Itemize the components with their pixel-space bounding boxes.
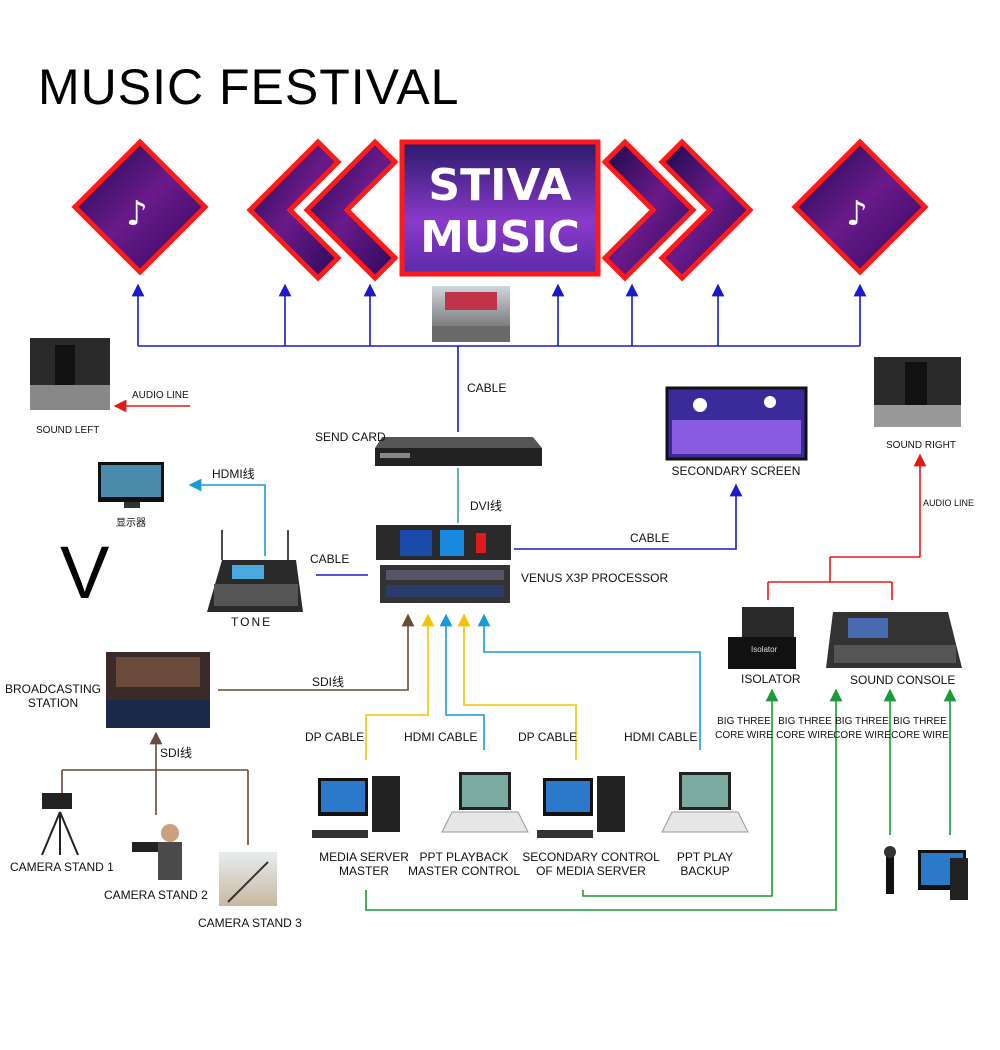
hdmi-monitor-line	[188, 478, 266, 556]
speaker-left-photo	[30, 338, 110, 410]
led-chevron-left-inner	[303, 138, 399, 282]
led-feed-lines	[131, 283, 867, 432]
audio-line-right-label: AUDIO LINE	[923, 498, 975, 508]
hdmi-cable-2-line	[477, 613, 701, 750]
sdi-broadcast-label: SDI线	[312, 675, 345, 689]
camera-stand-2-label: CAMERA STAND 2	[104, 888, 208, 902]
camera-stand-2-photo	[132, 824, 182, 880]
isolator-device	[728, 607, 796, 669]
led-center-screen: STIVA MUSIC	[399, 139, 601, 277]
svg-text:♪: ♪	[126, 194, 148, 234]
screen-text-line1: STIVA	[428, 160, 571, 211]
camera-bus-lines	[61, 769, 249, 845]
sdi-broadcast-line	[218, 613, 415, 691]
microphone-device	[884, 846, 896, 894]
cable-tone-label: CABLE	[310, 552, 350, 566]
sound-right-label: SOUND RIGHT	[886, 440, 956, 451]
secondary-screen-cable	[514, 483, 743, 550]
dp-cable-1-label: DP CABLE	[305, 730, 365, 744]
processor-label: VENUS X3P PROCESSOR	[521, 571, 669, 585]
hdmi-monitor-label: HDMI线	[212, 467, 255, 481]
send-card-device	[375, 437, 542, 466]
core-wire-lines	[365, 688, 957, 911]
dp-cable-2-line	[457, 613, 577, 760]
ppt-play-backup-laptop	[661, 772, 749, 833]
svg-text:♪: ♪	[846, 194, 868, 234]
dp-cable-2-label: DP CABLE	[518, 730, 578, 744]
camera-stand-3-label: CAMERA STAND 3	[198, 916, 302, 930]
broadcasting-station-photo	[106, 652, 210, 728]
sdi-cameras-label: SDI线	[160, 746, 193, 760]
led-chevron-right-inner	[601, 138, 697, 282]
camera-stand-1-device	[41, 793, 79, 856]
building-photo	[432, 286, 510, 342]
audio-computer	[918, 850, 968, 900]
led-diamond-left: ♪	[71, 138, 209, 276]
cable-secondary-label: CABLE	[630, 531, 670, 545]
screen-text-line2: MUSIC	[420, 212, 580, 263]
camera-stand-1-label: CAMERA STAND 1	[10, 860, 114, 874]
page-title: MUSIC FESTIVAL	[38, 59, 460, 115]
sound-left-label: SOUND LEFT	[36, 425, 100, 436]
sound-console-device	[826, 612, 962, 668]
isolator-label: ISOLATOR	[741, 672, 801, 686]
audio-line-right	[767, 453, 927, 600]
speaker-right-photo	[874, 357, 961, 427]
led-diamond-right: ♪	[791, 138, 929, 276]
hdmi-cable-1-line	[439, 613, 485, 750]
audio-line-left-label: AUDIO LINE	[132, 390, 189, 401]
isolator-panel-label: Isolator	[751, 645, 778, 654]
secondary-screen-image	[665, 386, 808, 461]
tone-label: TONE	[231, 615, 273, 629]
sound-console-label: SOUND CONSOLE	[850, 673, 956, 687]
camera-stand-3-photo	[219, 852, 277, 906]
cable-top-label: CABLE	[467, 381, 507, 395]
send-card-label: SEND CARD	[315, 430, 386, 444]
monitor-device	[98, 462, 164, 508]
tone-console-device	[207, 530, 303, 612]
secondary-control-computer	[537, 776, 625, 838]
big-letter: V	[60, 531, 110, 614]
dp-cable-1-line	[365, 613, 435, 760]
secondary-screen-label: SECONDARY SCREEN	[671, 464, 801, 478]
ppt-playback-master-laptop	[441, 772, 529, 833]
hdmi-cable-2-label: HDMI CABLE	[624, 730, 698, 744]
dvi-label: DVI线	[470, 499, 503, 513]
led-chevron-right-outer	[658, 138, 754, 282]
led-chevron-left-outer	[246, 138, 342, 282]
hdmi-cable-1-label: HDMI CABLE	[404, 730, 478, 744]
venus-processor-device	[376, 525, 511, 603]
monitor-label: 显示器	[116, 518, 146, 529]
media-server-master-computer	[312, 776, 400, 838]
